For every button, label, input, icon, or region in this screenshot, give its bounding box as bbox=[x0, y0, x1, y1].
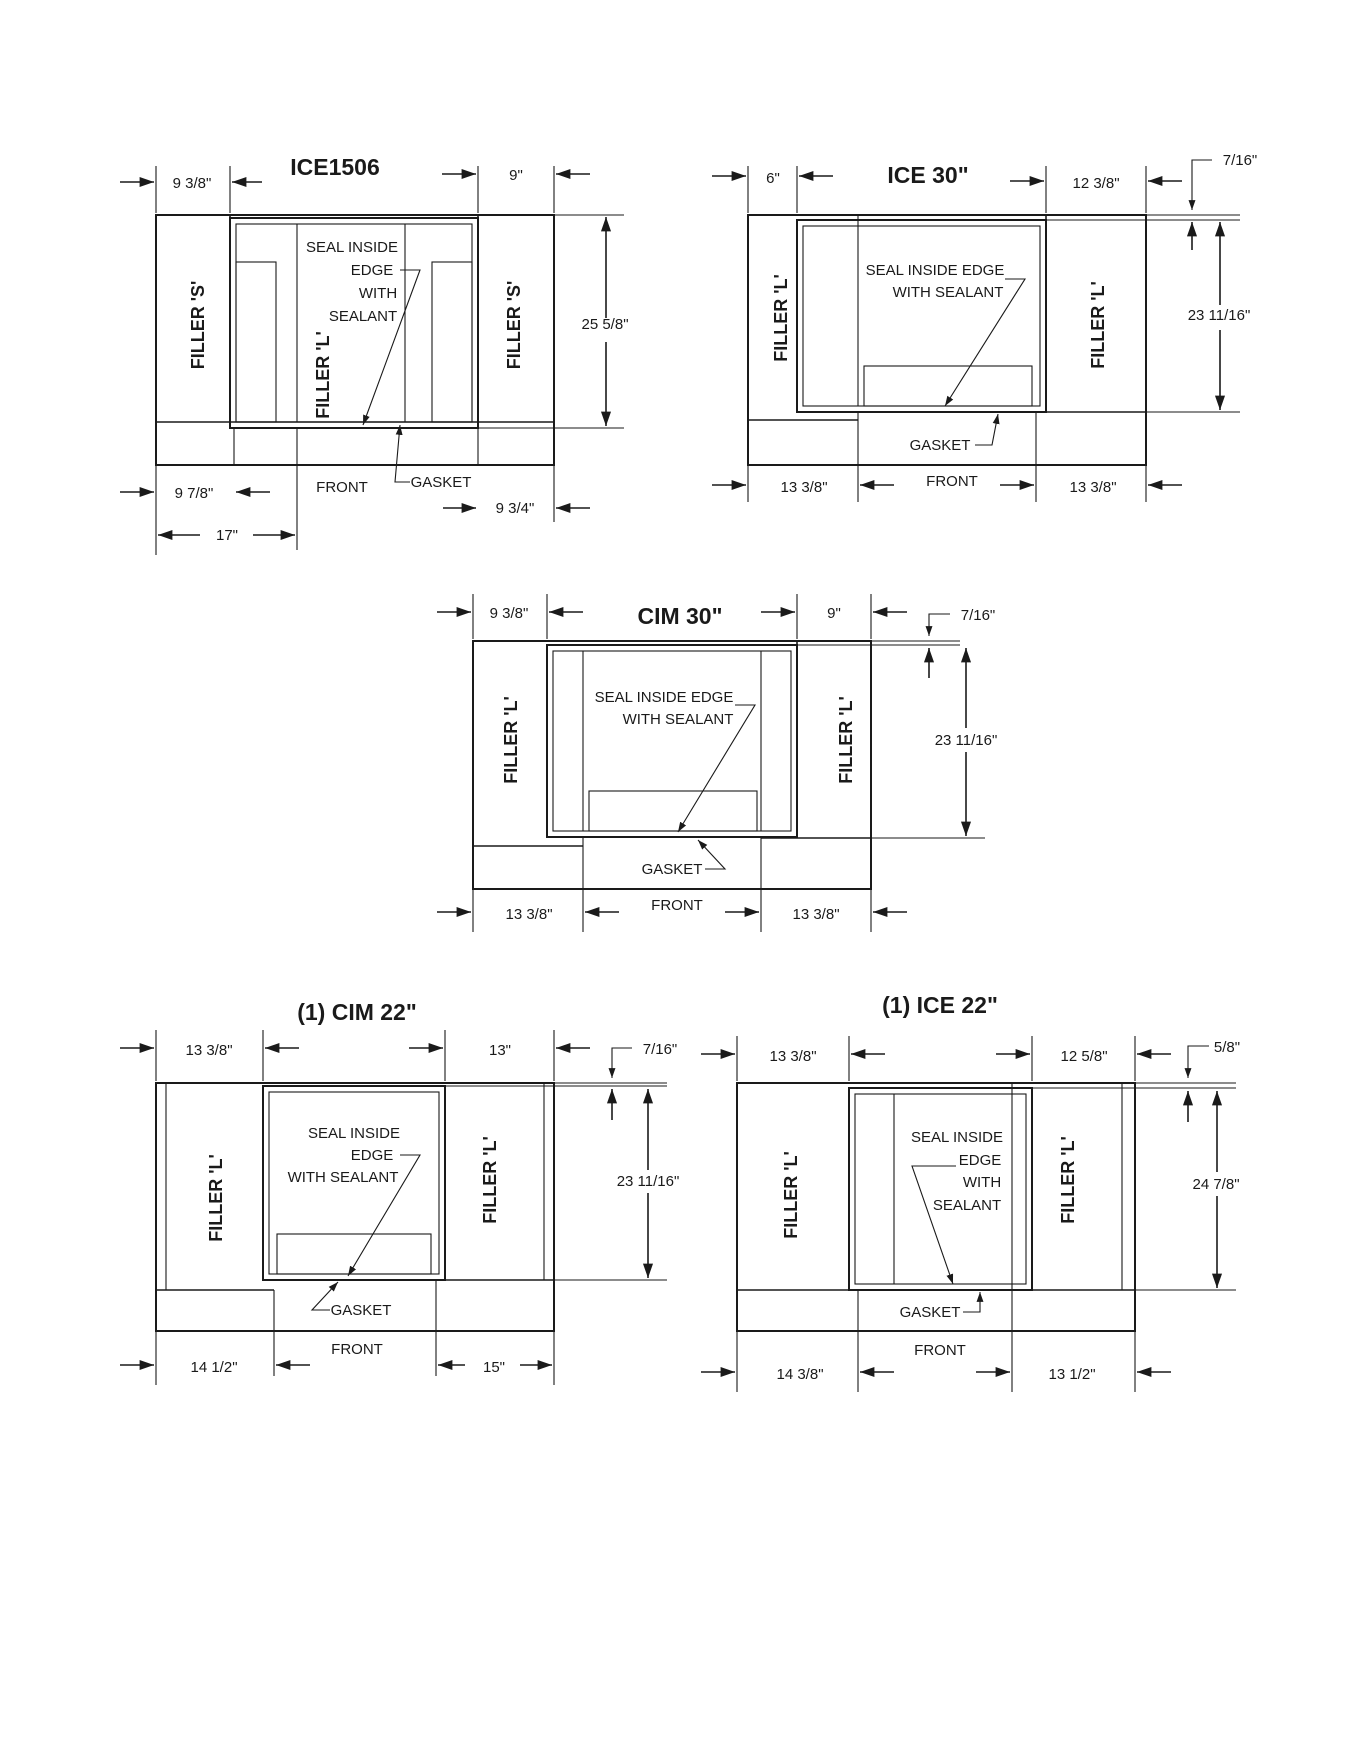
dimension-label: 24 7/8" bbox=[1192, 1176, 1239, 1193]
dimension-label: 13 3/8" bbox=[792, 906, 839, 923]
dimension-label: 12 3/8" bbox=[1072, 175, 1119, 192]
filler-label: FILLER 'L' bbox=[781, 1151, 801, 1239]
dimension-label: 7/16" bbox=[961, 607, 996, 624]
dimension-label: 7/16" bbox=[1223, 152, 1258, 169]
dimension-label: 9" bbox=[827, 605, 841, 622]
filler-label: FILLER 'L' bbox=[1088, 281, 1108, 369]
dimension-label: 13" bbox=[489, 1042, 511, 1059]
filler-label: FILLER 'L' bbox=[836, 696, 856, 784]
dimension-label: 13 3/8" bbox=[1069, 479, 1116, 496]
diagram-cim-30: CIM 30" FILLER 'L' FILLER 'L' SEAL INSID… bbox=[437, 594, 997, 932]
dimension-label: 17" bbox=[216, 527, 238, 544]
seal-note: SEALANT bbox=[933, 1197, 1001, 1214]
dimension-label: 7/16" bbox=[643, 1041, 678, 1058]
seal-note: EDGE bbox=[351, 262, 394, 279]
filler-label: FILLER 'L' bbox=[313, 331, 333, 419]
cabinet-outline bbox=[155, 214, 555, 466]
seal-note: WITH bbox=[359, 285, 397, 302]
diagram-ice-22: (1) ICE 22" FILLER 'L' FILLER 'L' SEAL I… bbox=[701, 992, 1240, 1392]
gasket-label: GASKET bbox=[900, 1304, 961, 1321]
dimension-label: 23 11/16" bbox=[1188, 307, 1251, 324]
gasket-label: GASKET bbox=[642, 861, 703, 878]
dimension-label: 5/8" bbox=[1214, 1039, 1240, 1056]
seal-note: SEAL INSIDE EDGE bbox=[866, 262, 1005, 279]
diagram-title: (1) ICE 22" bbox=[882, 992, 998, 1018]
seal-note: WITH SEALANT bbox=[288, 1169, 399, 1186]
dimension-label: 9" bbox=[509, 167, 523, 184]
filler-label: FILLER 'S' bbox=[188, 281, 208, 370]
seal-note: WITH SEALANT bbox=[893, 284, 1004, 301]
dimension-label: 23 11/16" bbox=[935, 732, 998, 749]
diagram-ice-30: ICE 30" FILLER 'L' FILLER 'L' SEAL INSID… bbox=[712, 152, 1257, 502]
seal-note: SEAL INSIDE EDGE bbox=[595, 689, 734, 706]
cabinet-outline bbox=[747, 214, 1147, 466]
dimension-label: 9 7/8" bbox=[175, 485, 214, 502]
filler-label: FILLER 'S' bbox=[504, 281, 524, 370]
seal-note: SEAL INSIDE bbox=[306, 239, 398, 256]
front-label: FRONT bbox=[331, 1341, 383, 1358]
ice-machine-outline bbox=[546, 644, 798, 838]
front-label: FRONT bbox=[914, 1342, 966, 1359]
dimension-label: 9 3/4" bbox=[496, 500, 535, 517]
dimension-label: 15" bbox=[483, 1359, 505, 1376]
ice-machine-outline bbox=[229, 217, 479, 429]
seal-note: SEALANT bbox=[329, 308, 397, 325]
dimension-label: 13 3/8" bbox=[769, 1048, 816, 1065]
seal-note: EDGE bbox=[959, 1152, 1002, 1169]
dimension-label: 12 5/8" bbox=[1060, 1048, 1107, 1065]
seal-note: EDGE bbox=[351, 1147, 394, 1164]
front-label: FRONT bbox=[651, 897, 703, 914]
gasket-label: GASKET bbox=[411, 474, 472, 491]
diagram-ice1506: ICE1506 FILLER 'S' FILLER 'L' FILLER 'S'… bbox=[120, 154, 629, 555]
dimension-label: 9 3/8" bbox=[490, 605, 529, 622]
diagram-title: ICE1506 bbox=[290, 154, 380, 180]
ice-machine-outline bbox=[848, 1087, 1033, 1291]
cabinet-outline bbox=[155, 1082, 555, 1332]
filler-label: FILLER 'L' bbox=[206, 1154, 226, 1242]
seal-note: WITH SEALANT bbox=[623, 711, 734, 728]
front-label: FRONT bbox=[926, 473, 978, 490]
dimension-label: 13 1/2" bbox=[1048, 1366, 1095, 1383]
front-label: FRONT bbox=[316, 479, 368, 496]
filler-label: FILLER 'L' bbox=[480, 1136, 500, 1224]
diagram-title: ICE 30" bbox=[887, 162, 968, 188]
ice-machine-outline bbox=[262, 1085, 446, 1281]
cabinet-outline bbox=[736, 1082, 1136, 1332]
cabinet-outline bbox=[472, 640, 872, 890]
filler-label: FILLER 'L' bbox=[1058, 1136, 1078, 1224]
diagram-title: CIM 30" bbox=[637, 603, 722, 629]
filler-label: FILLER 'L' bbox=[501, 696, 521, 784]
dimension-label: 13 3/8" bbox=[185, 1042, 232, 1059]
gasket-label: GASKET bbox=[331, 1302, 392, 1319]
ice-machine-outline bbox=[796, 219, 1047, 413]
seal-note: SEAL INSIDE bbox=[911, 1129, 1003, 1146]
dimension-label: 6" bbox=[766, 170, 780, 187]
filler-label: FILLER 'L' bbox=[771, 274, 791, 362]
dimension-label: 14 1/2" bbox=[190, 1359, 237, 1376]
gasket-label: GASKET bbox=[910, 437, 971, 454]
dimension-label: 9 3/8" bbox=[173, 175, 212, 192]
seal-note: WITH bbox=[963, 1174, 1001, 1191]
dimension-label: 13 3/8" bbox=[505, 906, 552, 923]
dimension-label: 23 11/16" bbox=[617, 1173, 680, 1190]
diagram-cim-22: (1) CIM 22" FILLER 'L' FILLER 'L' SEAL I… bbox=[120, 999, 679, 1385]
diagram-title: (1) CIM 22" bbox=[297, 999, 417, 1025]
dimension-label: 13 3/8" bbox=[780, 479, 827, 496]
dimension-label: 14 3/8" bbox=[776, 1366, 823, 1383]
seal-note: SEAL INSIDE bbox=[308, 1125, 400, 1142]
dimension-label: 25 5/8" bbox=[581, 316, 628, 333]
